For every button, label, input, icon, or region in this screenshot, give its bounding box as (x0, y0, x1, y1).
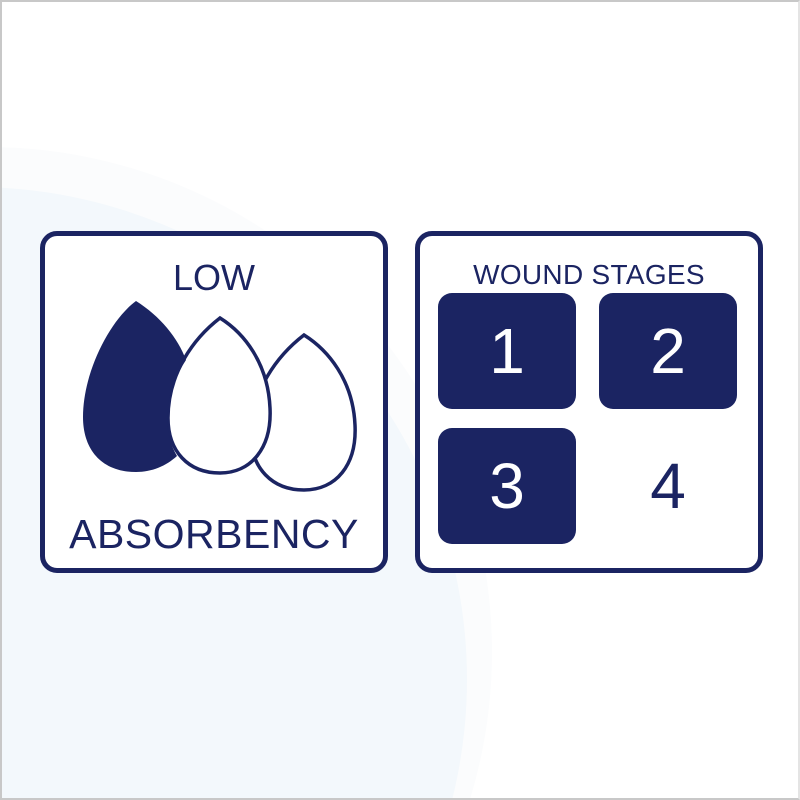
stage-3-badge: 3 (438, 428, 576, 544)
stage-4-badge: 4 (599, 428, 737, 544)
drops-graphic (83, 301, 357, 492)
absorbency-panel: LOW ABSORBENCY (40, 231, 388, 573)
drop-filled-icon (83, 301, 186, 472)
stage-1-badge: 1 (438, 293, 576, 409)
wound-stages-panel: WOUND STAGES 1 2 3 4 (415, 231, 763, 573)
stage-2-badge: 2 (599, 293, 737, 409)
drop-outline-icon (166, 315, 272, 475)
stage-3-label: 3 (489, 450, 525, 522)
stage-2-label: 2 (650, 315, 686, 387)
absorbency-label: ABSORBENCY (69, 511, 359, 557)
wound-stages-title: WOUND STAGES (473, 259, 705, 290)
absorbency-level: LOW (172, 257, 255, 298)
stage-1-label: 1 (489, 315, 525, 387)
stage-4-label: 4 (650, 450, 686, 522)
